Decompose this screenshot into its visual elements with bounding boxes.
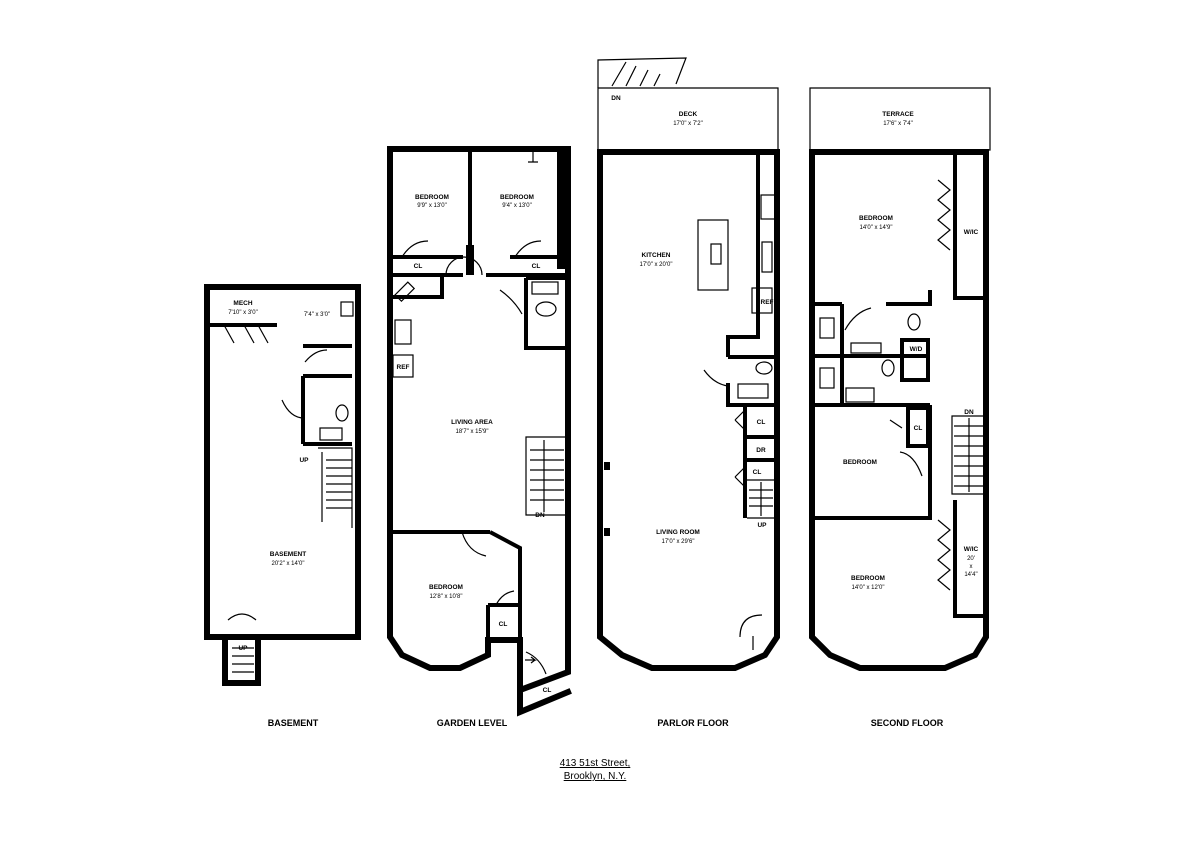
second-bedroom2-label: BEDROOM — [843, 459, 877, 466]
second-bedroom1-label: BEDROOM — [859, 215, 893, 222]
second-dn-mark: DN — [964, 409, 974, 416]
parlor-deck-dn-mark: DN — [611, 95, 621, 102]
garden-living-dims: 18'7" x 15'9" — [456, 429, 489, 435]
second-wd-mark: W/D — [910, 346, 923, 353]
address-line-2: Brooklyn, N.Y. — [564, 771, 627, 782]
garden-level-plan: BEDROOM 9'9" x 13'0" BEDROOM 9'4" x 13'0… — [387, 146, 572, 717]
parlor-dr-mark: DR — [756, 447, 766, 454]
second-wic-mark-1: W/IC — [964, 229, 979, 236]
garden-cl-mark-3: CL — [499, 621, 508, 628]
second-floor-name: SECOND FLOOR — [871, 718, 944, 728]
second-bedroom1-dims: 14'0" x 14'9" — [860, 225, 893, 231]
garden-dn-mark: DN — [535, 512, 545, 519]
parlor-up-mark: UP — [757, 522, 767, 529]
second-wic-dims-2: x — [970, 564, 973, 570]
basement-floor-name: BASEMENT — [268, 718, 319, 728]
second-bedroom3-label: BEDROOM — [851, 575, 885, 582]
parlor-living-label: LIVING ROOM — [656, 529, 700, 536]
garden-bedroom3-label: BEDROOM — [429, 584, 463, 591]
parlor-living-dims: 17'0" x 29'6" — [662, 539, 695, 545]
basement-up-mark: UP — [299, 457, 309, 464]
garden-bedroom3-dims: 12'8" x 10'8" — [430, 594, 463, 600]
basement-plan: MECH 7'10" x 3'0" 7'4" x 3'0" BASEMENT 2… — [204, 284, 361, 686]
parlor-floor-plan: DN DECK 17'0" x 7'2" KITCHEN 17'0" x 20'… — [597, 57, 780, 671]
parlor-kitchen-dims: 17'0" x 20'0" — [640, 262, 673, 268]
parlor-ref-mark: REF — [761, 299, 774, 306]
garden-floor-name: GARDEN LEVEL — [437, 718, 508, 728]
parlor-cl-mark-1: CL — [757, 419, 766, 426]
basement-entry-up-mark: UP — [238, 645, 248, 652]
parlor-deck-label: DECK — [679, 111, 698, 118]
basement-closet-dims: 7'4" x 3'0" — [304, 312, 330, 318]
basement-mech-dims: 7'10" x 3'0" — [228, 310, 258, 316]
parlor-floor-name: PARLOR FLOOR — [657, 718, 729, 728]
second-wic-dims-3: 14'4" — [964, 572, 977, 578]
second-floor-plan: TERRACE 17'6" x 7'4" BEDROOM 14'0" x 14'… — [809, 87, 991, 671]
garden-bedroom1-dims: 9'9" x 13'0" — [417, 203, 447, 209]
second-cl-mark: CL — [914, 425, 923, 432]
second-terrace-dims: 17'6" x 7'4" — [883, 121, 913, 127]
garden-ref-mark: REF — [397, 364, 410, 371]
garden-cl-mark-1: CL — [414, 263, 423, 270]
parlor-deck-dims: 17'0" x 7'2" — [673, 121, 703, 127]
basement-room-label: BASEMENT — [270, 551, 307, 558]
basement-room-dims: 20'2" x 14'0" — [272, 561, 305, 567]
garden-bedroom2-dims: 9'4" x 13'0" — [502, 203, 532, 209]
address-line-1: 413 51st Street, — [560, 758, 631, 769]
garden-bedroom1-label: BEDROOM — [415, 194, 449, 201]
second-bedroom3-dims: 14'0" x 12'0" — [852, 585, 885, 591]
parlor-cl-mark-2: CL — [753, 469, 762, 476]
garden-living-label: LIVING AREA — [451, 419, 493, 426]
garden-cl-mark-2: CL — [532, 263, 541, 270]
garden-cl-mark-4: CL — [543, 687, 552, 694]
garden-bedroom2-label: BEDROOM — [500, 194, 534, 201]
parlor-kitchen-label: KITCHEN — [642, 252, 671, 259]
second-terrace-label: TERRACE — [882, 111, 914, 118]
second-wic-mark-2: W/IC — [964, 546, 979, 553]
basement-mech-label: MECH — [233, 300, 252, 307]
second-wic-dims-1: 20' — [967, 556, 975, 562]
